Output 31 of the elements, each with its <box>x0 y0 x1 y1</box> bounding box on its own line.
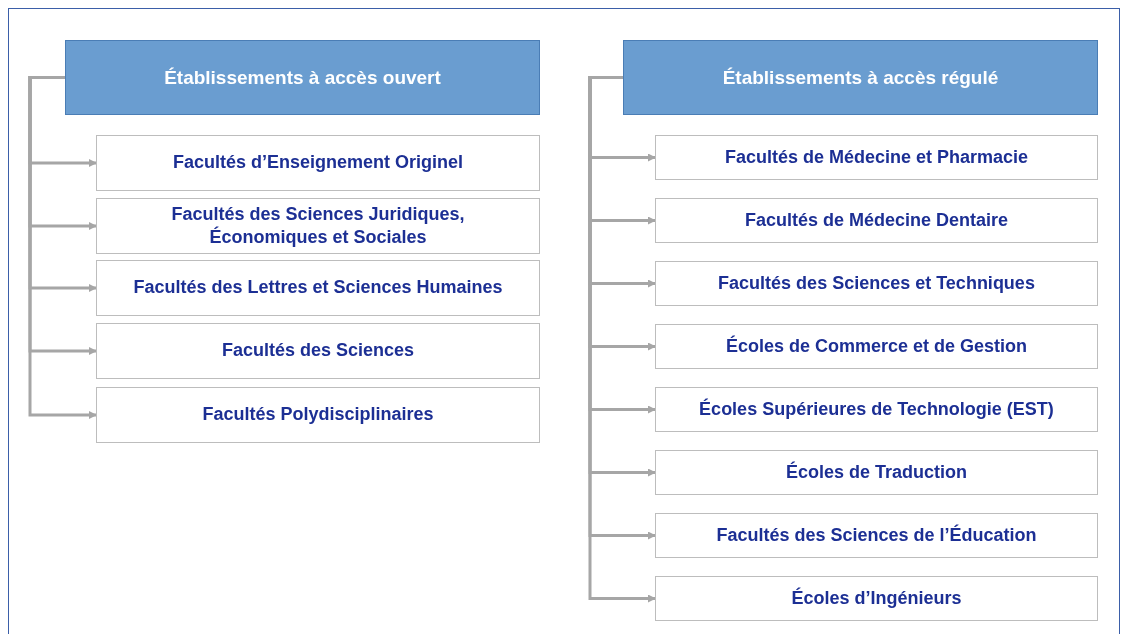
category-label: Facultés de Médecine Dentaire <box>744 208 1009 232</box>
connector-arrow <box>28 76 97 419</box>
header-box <box>65 40 540 115</box>
category-label: Facultés des Sciences Juridiques, Économiques et Sociales <box>170 202 466 249</box>
category-box <box>655 513 1098 558</box>
category-label: Facultés des Sciences <box>221 339 415 363</box>
category-label: Écoles Supérieures de Technologie (EST) <box>699 397 1054 421</box>
category-label: Facultés d’Enseignement Originel <box>172 151 464 175</box>
category-box <box>655 198 1098 243</box>
category-box <box>96 198 540 254</box>
category-label: Facultés Polydisciplinaires <box>202 403 434 427</box>
category-box <box>96 323 540 379</box>
category-label: Écoles de Traduction <box>785 460 967 484</box>
category-label: Facultés de Médecine et Pharmacie <box>724 145 1029 169</box>
category-label: Facultés des Sciences et Techniques <box>718 271 1035 295</box>
category-box <box>655 450 1098 495</box>
category-label: Écoles d’Ingénieurs <box>791 586 962 610</box>
category-box <box>655 387 1098 432</box>
category-box <box>96 387 540 443</box>
category-box <box>655 261 1098 306</box>
category-label: Facultés des Lettres et Sciences Humaines <box>133 276 503 300</box>
header-text: Établissements à accès ouvert <box>164 65 441 90</box>
category-box <box>96 260 540 316</box>
header-box <box>623 40 1098 115</box>
category-box <box>655 576 1098 621</box>
category-box <box>655 324 1098 369</box>
category-box <box>96 135 540 191</box>
category-label: Écoles de Commerce et de Gestion <box>725 334 1028 358</box>
header-text: Établissements à accès régulé <box>722 65 999 90</box>
category-label: Facultés des Sciences de l’Éducation <box>716 523 1037 547</box>
category-box <box>655 135 1098 180</box>
